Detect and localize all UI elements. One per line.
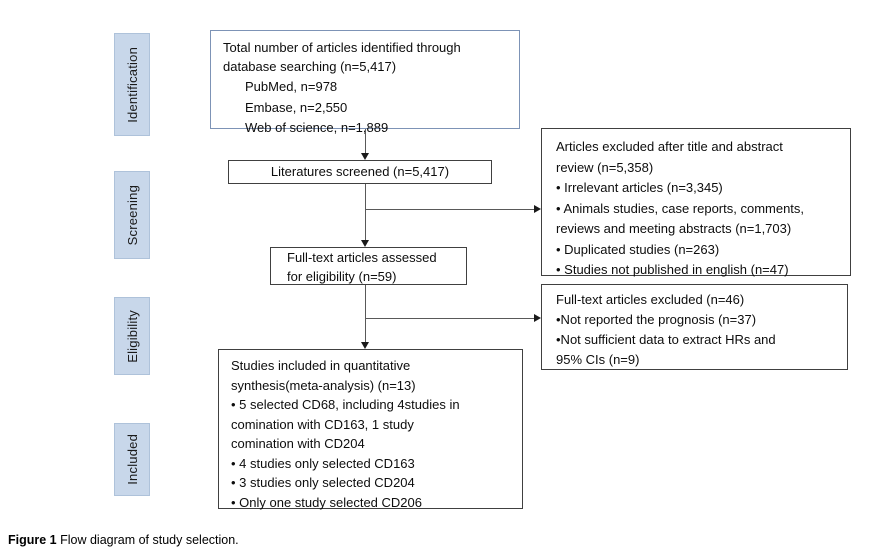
connector-assessed-included-arrowhead-icon <box>361 342 369 349</box>
stage-included-label: Included <box>124 434 140 485</box>
ft-excluded-bullet-data: •Not sufficient data to extract HRs and <box>556 332 776 347</box>
box-title-abstract-excluded: Articles excluded after title and abstra… <box>541 128 851 277</box>
stage-eligibility-label: Eligibility <box>124 309 140 363</box>
box-included-synthesis: Studies included in quantitative synthes… <box>218 349 523 510</box>
figure-caption-label: Figure 1 <box>8 533 57 547</box>
connector-screened-assessed-line <box>365 184 366 240</box>
stage-eligibility: Eligibility <box>114 297 150 375</box>
connector-assessed-included-line <box>365 285 366 342</box>
ta-excluded-bullet-animals-cont: reviews and meeting abstracts (n=1,703) <box>556 221 792 236</box>
stage-identification-label: Identification <box>124 46 140 123</box>
included-bullet-cd68-cont1: comination with CD163, 1 study <box>231 416 414 432</box>
figure-caption: Figure 1 Flow diagram of study selection… <box>8 533 239 547</box>
identified-source-embase: Embase, n=2,550 <box>245 100 348 115</box>
box-articles-identified: Total number of articles identified thro… <box>210 30 520 135</box>
ta-excluded-bullet-duplicated: • Duplicated studies (n=263) <box>556 241 720 257</box>
identified-line-2: database searching (n=5,417) <box>223 59 397 74</box>
ft-excluded-bullet-prognosis: •Not reported the prognosis (n=37) <box>556 312 757 327</box>
identified-source-pubmed: PubMed, n=978 <box>245 79 338 94</box>
stage-identification: Identification <box>114 33 150 136</box>
included-bullet-cd163: • 4 studies only selected CD163 <box>231 455 415 471</box>
connector-branch-title-abstract-line <box>365 209 534 210</box>
ta-excluded-line-1: Articles excluded after title and abstra… <box>556 139 783 154</box>
stage-included: Included <box>114 423 150 496</box>
connector-screened-assessed-arrowhead-icon <box>361 240 369 247</box>
stage-screening-label: Screening <box>124 184 140 246</box>
ta-excluded-line-2: review (n=5,358) <box>556 159 654 175</box>
connector-identified-screened-line <box>365 129 366 154</box>
box-fulltext-excluded: Full-text articles excluded (n=46) •Not … <box>541 284 848 370</box>
box-literatures-screened: Literatures screened (n=5,417) <box>228 160 492 184</box>
included-bullet-cd206: • Only one study selected CD206 <box>231 494 422 510</box>
connector-branch-title-abstract-arrowhead-icon <box>534 205 541 213</box>
ft-excluded-bullet-data-cont: 95% CIs (n=9) <box>556 352 640 367</box>
screened-text: Literatures screened (n=5,417) <box>270 164 450 179</box>
included-line-1: Studies included in quantitative <box>231 358 411 373</box>
ta-excluded-bullet-english: • Studies not published in english (n=47… <box>556 262 789 277</box>
identified-line-1: Total number of articles identified thro… <box>223 40 461 55</box>
included-bullet-cd68-cont2: comination with CD204 <box>231 436 365 451</box>
assessed-line-2: for eligibility (n=59) <box>287 268 397 284</box>
ta-excluded-bullet-animals: • Animals studies, case reports, comment… <box>556 200 805 216</box>
included-line-2: synthesis(meta-analysis) (n=13) <box>231 377 416 393</box>
stage-screening: Screening <box>114 171 150 259</box>
included-bullet-cd204: • 3 studies only selected CD204 <box>231 475 415 490</box>
connector-branch-fulltext-excluded-arrowhead-icon <box>534 314 541 322</box>
box-fulltext-assessed: Full-text articles assessed for eligibil… <box>270 247 467 285</box>
ta-excluded-bullet-irrelevant: • Irrelevant articles (n=3,345) <box>556 180 723 195</box>
connector-branch-fulltext-excluded-line <box>365 318 534 319</box>
figure-caption-text: Flow diagram of study selection. <box>56 533 239 547</box>
identified-source-webofscience: Web of science, n=1,889 <box>245 120 389 135</box>
included-bullet-cd68: • 5 selected CD68, including 4studies in <box>231 397 460 412</box>
ft-excluded-line-1: Full-text articles excluded (n=46) <box>556 292 745 307</box>
connector-identified-screened-arrowhead-icon <box>361 153 369 160</box>
assessed-line-1: Full-text articles assessed <box>287 250 437 265</box>
